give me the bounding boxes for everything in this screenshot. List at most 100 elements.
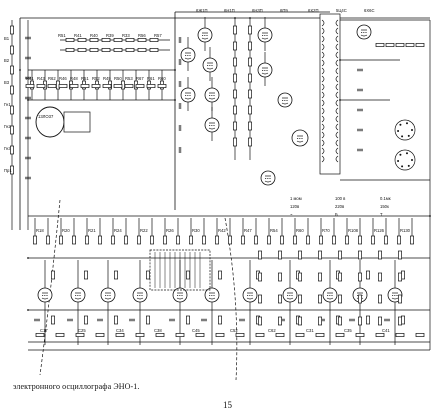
component-label: C31 xyxy=(306,328,314,333)
crt-neck xyxy=(63,111,91,133)
pin xyxy=(405,152,408,155)
component-label: R108 xyxy=(348,228,359,233)
vacuum-tube xyxy=(282,287,298,303)
resistor xyxy=(137,48,147,52)
tube-cathode xyxy=(184,57,192,60)
resistor xyxy=(146,315,150,325)
resistor xyxy=(85,235,89,245)
junction-dot xyxy=(27,257,29,259)
resistor xyxy=(318,316,322,326)
winding xyxy=(321,51,325,59)
component-label: 0.1мк xyxy=(380,196,391,201)
vacuum-tube xyxy=(322,287,338,303)
winding xyxy=(321,99,325,107)
resistor xyxy=(137,235,141,245)
resistor xyxy=(241,235,245,245)
resistor xyxy=(115,333,125,337)
vacuum-tube xyxy=(242,287,258,303)
winding xyxy=(321,131,325,139)
resistor xyxy=(95,333,105,337)
pin xyxy=(399,153,402,156)
resistor xyxy=(113,38,123,42)
resistor xyxy=(248,137,252,147)
resistor xyxy=(33,235,37,245)
component-label: R30 xyxy=(192,228,200,233)
component-label: ~ xyxy=(290,212,293,217)
pin xyxy=(411,159,413,161)
resistor xyxy=(233,89,237,99)
resistor xyxy=(415,43,425,47)
resistor xyxy=(10,25,14,35)
vacuum-tube xyxy=(180,47,196,63)
resistor xyxy=(186,270,190,280)
resistor xyxy=(378,316,382,326)
component-label: 6Х6С xyxy=(364,8,374,13)
component-label: 120в xyxy=(290,204,300,209)
transformer xyxy=(319,13,341,175)
resistor xyxy=(10,85,14,95)
component-label: R47 xyxy=(244,228,252,233)
component-label: R41 xyxy=(26,76,34,81)
component-label: R42 xyxy=(218,228,226,233)
vacuum-tube xyxy=(204,117,220,133)
winding xyxy=(321,123,325,131)
resistor xyxy=(157,84,167,88)
resistor xyxy=(254,235,258,245)
resistor xyxy=(332,235,336,245)
resistor xyxy=(248,105,252,115)
vacuum-tube xyxy=(37,287,53,303)
resistor xyxy=(298,294,302,304)
component-label: R41 xyxy=(74,33,82,38)
resistor xyxy=(298,272,302,282)
resistor xyxy=(248,41,252,51)
tube-cathode xyxy=(391,297,399,300)
component-label: 6Ж1П xyxy=(196,8,208,13)
tube-cathode xyxy=(41,297,49,300)
winding xyxy=(335,43,339,51)
resistor xyxy=(65,48,75,52)
tube-cathode xyxy=(326,297,334,300)
resistor xyxy=(202,235,206,245)
tube-cathode xyxy=(136,297,144,300)
resistor xyxy=(186,315,190,325)
resistor xyxy=(149,38,159,42)
junction-dot xyxy=(19,69,21,71)
pin xyxy=(407,134,410,137)
resistor xyxy=(218,270,222,280)
component-label: R61 xyxy=(147,76,155,81)
resistor xyxy=(233,121,237,131)
component-label: R18 xyxy=(36,228,44,233)
winding xyxy=(335,131,339,139)
winding xyxy=(335,115,339,123)
winding xyxy=(335,123,339,131)
component-label: R56 xyxy=(138,33,146,38)
resistor xyxy=(295,333,305,337)
component-label: Гн1 xyxy=(4,102,11,107)
tube-cathode xyxy=(74,297,82,300)
resistor xyxy=(233,57,237,67)
resistor xyxy=(10,65,14,75)
page-number: 15 xyxy=(223,400,232,410)
component-label: C45 xyxy=(192,328,200,333)
vacuum-tube xyxy=(132,287,148,303)
resistor xyxy=(315,333,325,337)
resistor xyxy=(77,48,87,52)
component-label: C25 xyxy=(78,328,86,333)
vacuum-tube xyxy=(257,27,273,43)
resistor xyxy=(375,43,385,47)
resistor xyxy=(80,84,90,88)
pin xyxy=(401,135,404,138)
component-label: 6Н3П xyxy=(252,8,263,13)
resistor xyxy=(258,294,262,304)
winding xyxy=(321,107,325,115)
component-label: R62 xyxy=(48,76,56,81)
resistor xyxy=(395,333,405,337)
pin xyxy=(407,164,410,167)
component-label: 5Ц4С xyxy=(336,8,347,13)
component-label: R39 xyxy=(106,33,114,38)
component-label: R130 xyxy=(400,228,411,233)
resistor xyxy=(124,235,128,245)
dashed-cable xyxy=(39,199,61,376)
resistor xyxy=(345,235,349,245)
crt-tube xyxy=(35,106,65,138)
